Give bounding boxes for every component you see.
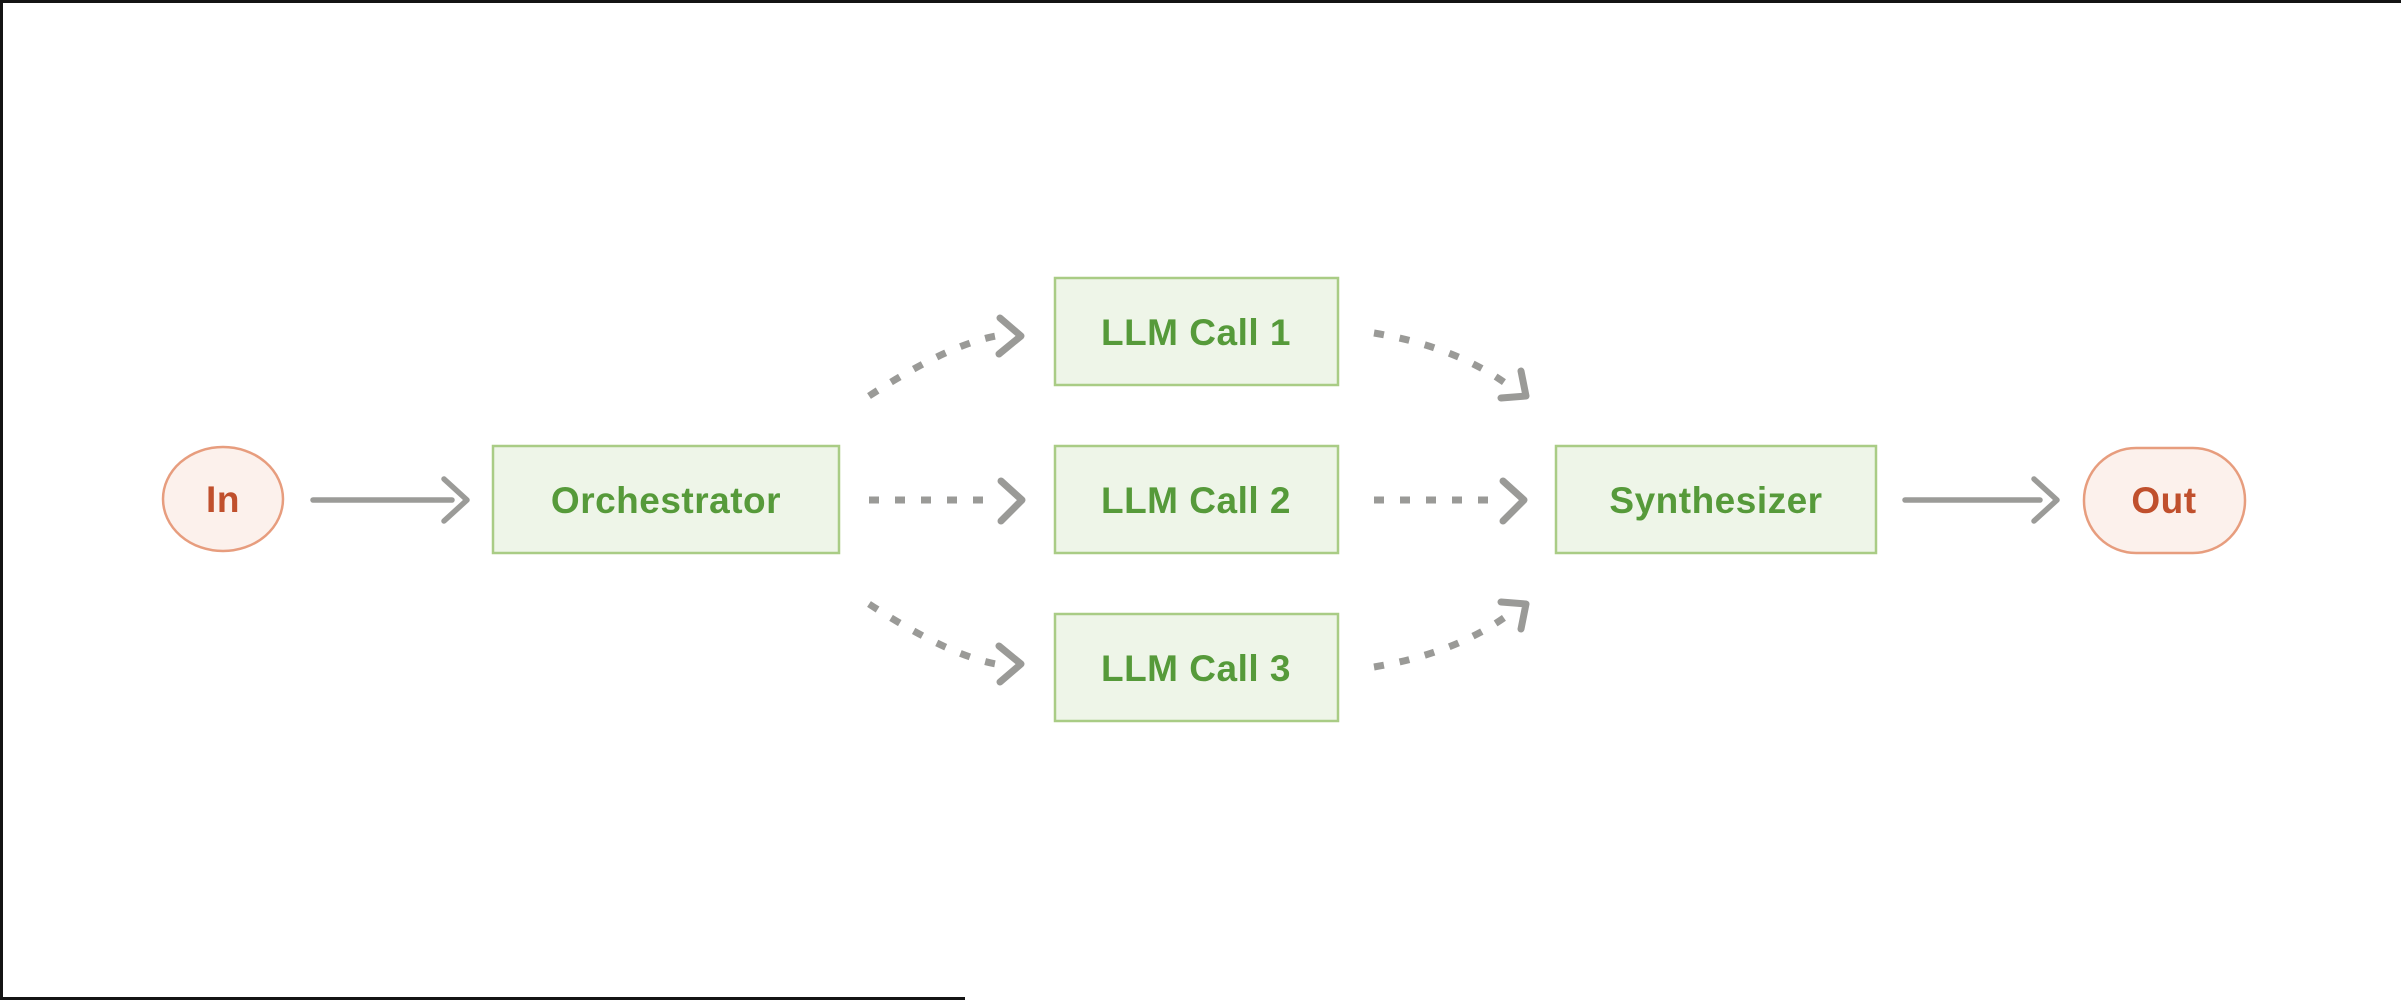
arrowhead-in-to-orchestrator: [441, 476, 470, 524]
node-orchestrator-box: [491, 444, 841, 555]
arrowhead-orchestrator-to-llm-call-3: [995, 642, 1025, 686]
node-synthesizer-label: Synthesizer: [1609, 480, 1822, 521]
edge-llm-call-1-to-synthesizer-path: [1373, 329, 1515, 391]
arrowhead-llm-call-3-to-synthesizer: [1497, 598, 1530, 633]
node-llm-call-3-label: LLM Call 3: [1101, 648, 1291, 689]
node-llm-call-1-label: LLM Call 1: [1101, 312, 1291, 353]
arrowhead-llm-call-2-to-synthesizer: [1499, 477, 1528, 525]
node-in: In: [161, 445, 285, 553]
edge-llm-call-3-to-synthesizer: [1373, 598, 1530, 671]
node-synthesizer: Synthesizer: [1554, 444, 1878, 555]
node-in-label: In: [206, 479, 240, 520]
node-llm-call-1: LLM Call 1: [1053, 276, 1340, 387]
edge-orchestrator-to-llm-call-2: [869, 477, 1026, 525]
arrowhead-orchestrator-to-llm-call-1: [995, 314, 1025, 358]
edge-llm-call-2-to-synthesizer: [1374, 477, 1528, 525]
arrowhead-synthesizer-to-out: [2031, 476, 2060, 524]
node-llm-call-3: LLM Call 3: [1053, 612, 1340, 723]
node-synthesizer-box: [1554, 444, 1878, 555]
edge-orchestrator-to-llm-call-1-path: [867, 331, 1003, 399]
arrowhead-llm-call-1-to-synthesizer: [1497, 367, 1530, 402]
frame-top-line: [0, 0, 2401, 3]
edge-synthesizer-to-out: [1902, 476, 2060, 524]
node-out-shape: [2082, 446, 2247, 555]
node-llm-call-3-box: [1053, 612, 1340, 723]
edge-orchestrator-to-llm-call-3: [867, 601, 1025, 686]
node-orchestrator-label: Orchestrator: [551, 480, 781, 521]
frame-bottom-left-line: [0, 997, 965, 1000]
arrowhead-orchestrator-to-llm-call-2: [997, 477, 1026, 525]
edge-llm-call-3-to-synthesizer-path: [1373, 609, 1515, 671]
edge-llm-call-1-to-synthesizer: [1373, 329, 1530, 402]
node-llm-call-2-label: LLM Call 2: [1101, 480, 1291, 521]
edge-orchestrator-to-llm-call-1: [867, 314, 1025, 399]
node-orchestrator: Orchestrator: [491, 444, 841, 555]
node-llm-call-2: LLM Call 2: [1053, 444, 1340, 555]
edge-in-to-orchestrator: [310, 476, 470, 524]
frame-left-line: [0, 0, 3, 1000]
edge-orchestrator-to-llm-call-3-path: [867, 601, 1003, 669]
node-llm-call-1-box: [1053, 276, 1340, 387]
node-out-label: Out: [2131, 480, 2196, 521]
node-out: Out: [2082, 446, 2247, 555]
node-llm-call-2-box: [1053, 444, 1340, 555]
node-in-shape: [161, 445, 285, 553]
